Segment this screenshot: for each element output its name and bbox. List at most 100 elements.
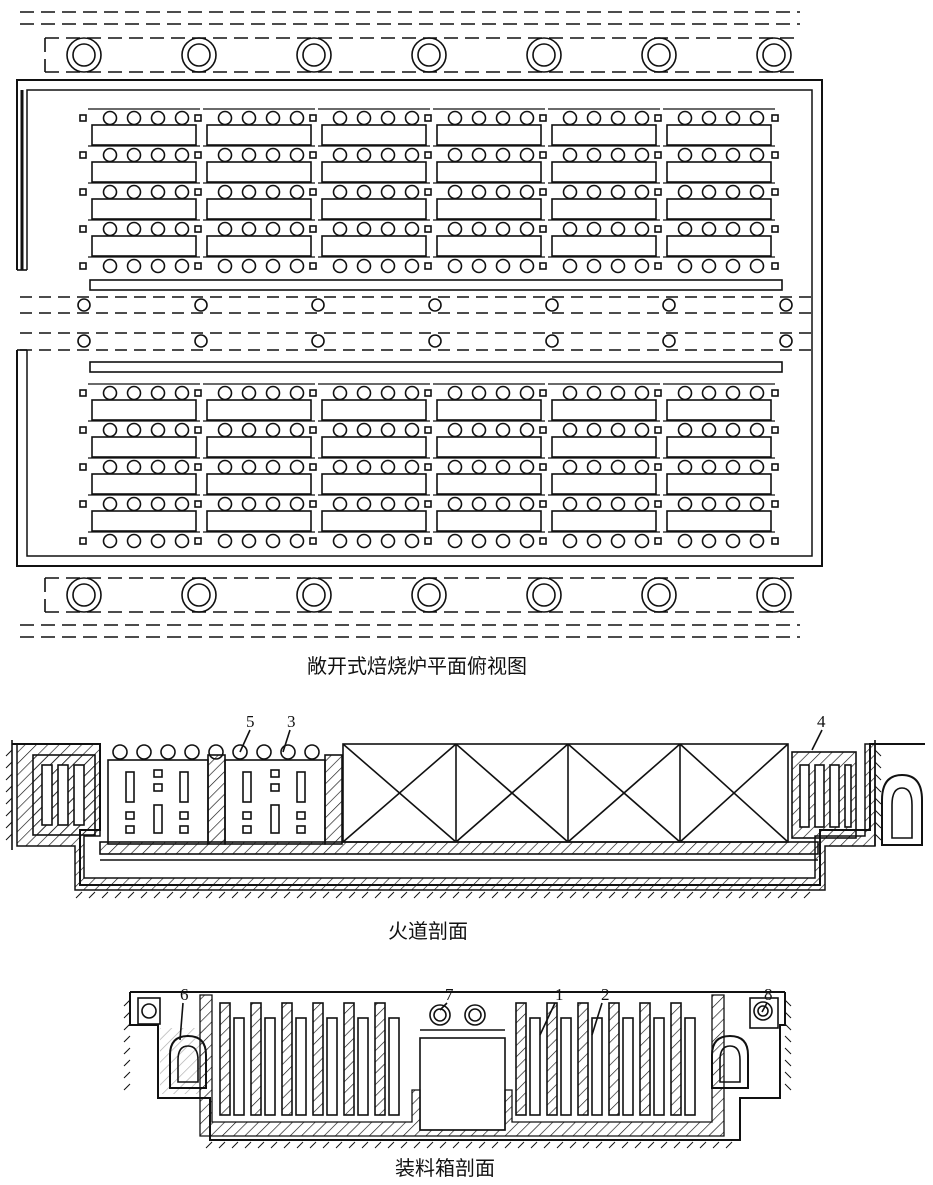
pipe bbox=[756, 577, 792, 613]
lower-pit-bank bbox=[79, 383, 779, 549]
box-section bbox=[123, 991, 792, 1149]
middle-bar-bottom bbox=[89, 361, 783, 373]
box-right-chamber bbox=[515, 1002, 696, 1116]
duct-port bbox=[311, 298, 325, 312]
pit-box bbox=[436, 399, 542, 421]
bottom-dashed-duct bbox=[20, 577, 800, 638]
middle-duct-ports bbox=[77, 298, 793, 348]
flue-lining bbox=[16, 743, 876, 891]
pit-box bbox=[436, 436, 542, 458]
pit-box bbox=[436, 473, 542, 495]
duct-port bbox=[545, 334, 559, 348]
plan-view bbox=[14, 11, 823, 638]
pit-box bbox=[206, 399, 312, 421]
callout-6: 6 bbox=[180, 985, 189, 1004]
pit-box bbox=[666, 436, 772, 458]
top-pipe-row bbox=[66, 37, 792, 73]
pipe bbox=[66, 577, 102, 613]
pit-box bbox=[321, 510, 427, 532]
duct-port bbox=[428, 334, 442, 348]
flue-box-left bbox=[107, 759, 209, 845]
pipe bbox=[296, 37, 332, 73]
pit-box bbox=[206, 235, 312, 257]
duct-port bbox=[545, 298, 559, 312]
pit-box bbox=[666, 235, 772, 257]
duct-port bbox=[311, 334, 325, 348]
furnace-inner-wall bbox=[26, 89, 813, 557]
pipe bbox=[411, 577, 447, 613]
callout-3: 3 bbox=[287, 712, 296, 731]
pit-box bbox=[91, 399, 197, 421]
callout-7: 7 bbox=[445, 985, 454, 1004]
duct-port bbox=[77, 334, 91, 348]
pit-box bbox=[666, 473, 772, 495]
pit-box bbox=[551, 124, 657, 146]
top-dashed-duct bbox=[20, 11, 800, 73]
flue-section-caption: 火道剖面 bbox=[388, 919, 468, 943]
pit-box bbox=[436, 510, 542, 532]
box-ground-outline bbox=[129, 992, 786, 1141]
pit-box bbox=[321, 473, 427, 495]
callout-1: 1 bbox=[555, 985, 564, 1004]
pipe bbox=[641, 37, 677, 73]
pit-box bbox=[321, 161, 427, 183]
pit-box bbox=[91, 161, 197, 183]
pit-box bbox=[551, 161, 657, 183]
pit-box bbox=[666, 198, 772, 220]
pipe bbox=[756, 37, 792, 73]
duct-port bbox=[779, 298, 793, 312]
pit-box bbox=[91, 198, 197, 220]
pit-box bbox=[206, 473, 312, 495]
pit-box bbox=[206, 510, 312, 532]
pit-box bbox=[436, 161, 542, 183]
pipe bbox=[181, 37, 217, 73]
duct-port bbox=[779, 334, 793, 348]
duct-port bbox=[662, 298, 676, 312]
pit-box bbox=[206, 161, 312, 183]
pit-box bbox=[91, 510, 197, 532]
pipe bbox=[526, 37, 562, 73]
pit-box bbox=[321, 436, 427, 458]
pit-box bbox=[436, 198, 542, 220]
pipe bbox=[66, 37, 102, 73]
callout-8: 8 bbox=[764, 985, 773, 1004]
pipe bbox=[411, 37, 447, 73]
pit-box bbox=[206, 124, 312, 146]
pit-box bbox=[551, 235, 657, 257]
flue-soil-marks bbox=[5, 749, 882, 899]
pipe bbox=[296, 577, 332, 613]
callout-2: 2 bbox=[601, 985, 610, 1004]
duct-port bbox=[428, 298, 442, 312]
flue-x-chambers bbox=[342, 743, 789, 843]
pit-box bbox=[321, 399, 427, 421]
callout-4: 4 bbox=[817, 712, 826, 731]
plan-view-caption: 敞开式焙烧炉平面俯视图 bbox=[307, 654, 527, 678]
flue-box-right bbox=[224, 759, 326, 845]
duct-port bbox=[662, 334, 676, 348]
middle-dashed-ducts bbox=[20, 296, 815, 351]
furnace-outer-wall bbox=[16, 79, 823, 567]
box-section-caption: 装料箱剖面 bbox=[395, 1156, 495, 1180]
pit-box bbox=[551, 198, 657, 220]
pit-box bbox=[91, 473, 197, 495]
flue-box-slots bbox=[125, 769, 306, 834]
flue-arched-duct bbox=[881, 773, 923, 846]
pit-box bbox=[91, 235, 197, 257]
box-left-chamber bbox=[219, 1002, 400, 1116]
pit-box bbox=[551, 399, 657, 421]
pit-box bbox=[551, 473, 657, 495]
box-center-opening bbox=[419, 1037, 506, 1131]
pit-box bbox=[666, 124, 772, 146]
pipe bbox=[526, 577, 562, 613]
pit-box bbox=[206, 436, 312, 458]
upper-pit-bank bbox=[79, 108, 779, 274]
pit-box bbox=[666, 161, 772, 183]
pipe bbox=[181, 577, 217, 613]
pit-box bbox=[321, 198, 427, 220]
pit-box bbox=[206, 198, 312, 220]
pit-box bbox=[91, 124, 197, 146]
pit-box bbox=[666, 399, 772, 421]
duct-port bbox=[194, 334, 208, 348]
pit-box bbox=[321, 235, 427, 257]
